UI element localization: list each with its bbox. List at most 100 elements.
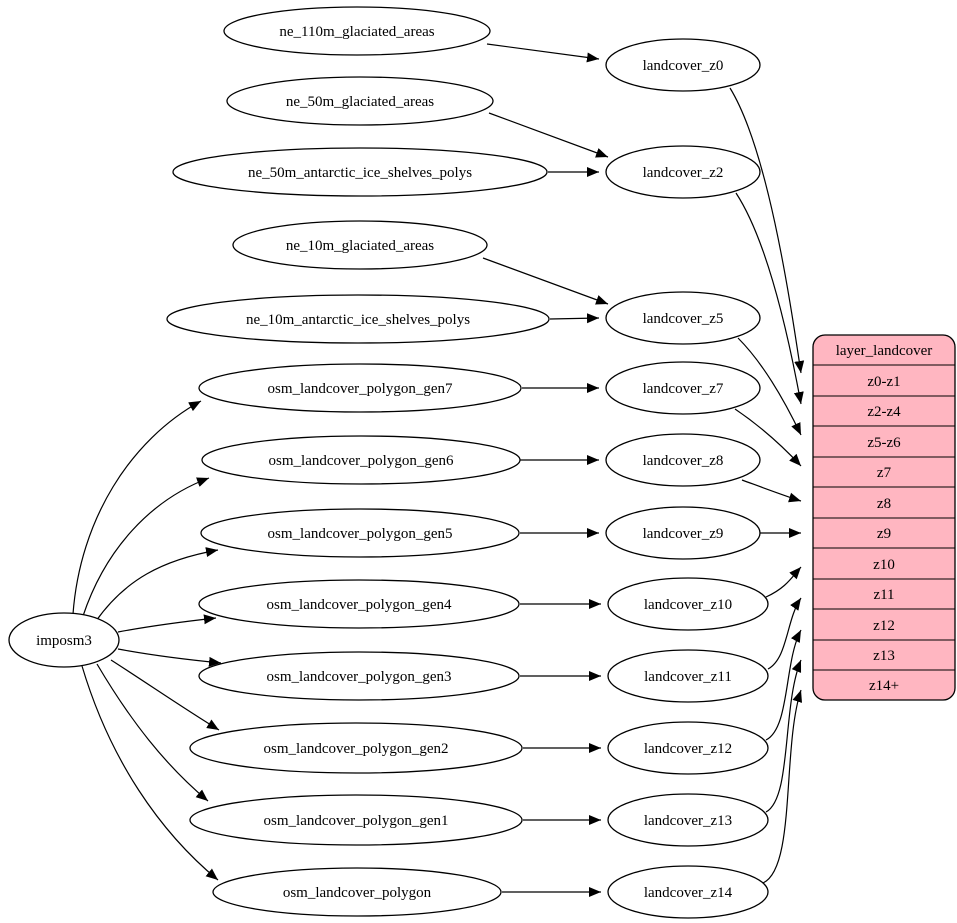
edges-layer: [72, 43, 805, 897]
node-ne-50m-antarctic-ice-shelves-polys: ne_50m_antarctic_ice_shelves_polys: [172, 147, 548, 197]
node-shape: [607, 577, 769, 631]
node-shape: [212, 867, 502, 917]
layer-landcover-table: layer_landcover z0-z1 z2-z4 z5-z6 z7 z8 …: [812, 334, 956, 701]
node-osm-landcover-polygon-gen2: osm_landcover_polygon_gen2: [189, 722, 523, 774]
edge-imposm3-to-polygon: [81, 665, 219, 881]
node-shape: [189, 722, 523, 774]
node-label: ne_10m_glaciated_areas: [286, 238, 434, 254]
node-imposm3-label: imposm3: [36, 633, 92, 649]
node-osm-landcover-polygon-gen1: osm_landcover_polygon_gen1: [189, 794, 523, 846]
node-shape: [605, 291, 761, 345]
node-label: landcover_z8: [643, 453, 724, 469]
table-row-z0-z1: z0-z1: [867, 374, 900, 390]
edge-imposm3-to-gen5: [95, 547, 219, 622]
edge-z13-to-row-z13: [765, 659, 802, 813]
node-label: landcover_z9: [643, 526, 724, 542]
node-label: osm_landcover_polygon_gen2: [264, 741, 449, 757]
table-row-z7: z7: [877, 465, 892, 481]
node-label: osm_landcover_polygon_gen3: [267, 669, 452, 685]
node-shape: [605, 145, 761, 199]
node-label: ne_110m_glaciated_areas: [279, 24, 434, 40]
node-shape: [223, 6, 491, 56]
table-row-z13: z13: [873, 648, 895, 664]
edge-imposm3-to-gen2: [110, 659, 220, 731]
node-landcover-z5: landcover_z5: [605, 291, 761, 345]
edge-z8-to-row-z8: [741, 479, 802, 503]
node-shape: [166, 294, 550, 344]
edge-imposm3-to-gen3: [117, 648, 222, 667]
node-label: landcover_z2: [643, 165, 724, 181]
node-landcover-z2: landcover_z2: [605, 145, 761, 199]
node-shape: [201, 435, 521, 485]
node-shape: [605, 361, 761, 415]
table-row-z14plus: z14+: [869, 678, 899, 694]
nodes-layer: imposm3 ne_110m_glaciated_areas ne_50m_g…: [8, 6, 769, 919]
edge-imposm3-to-gen4: [117, 614, 217, 633]
node-ne-110m-glaciated-areas: ne_110m_glaciated_areas: [223, 6, 491, 56]
node-label: osm_landcover_polygon: [283, 885, 432, 901]
node-imposm3: imposm3: [8, 612, 120, 668]
node-label: ne_50m_glaciated_areas: [286, 94, 434, 110]
table-row-z8: z8: [877, 496, 891, 512]
node-osm-landcover-polygon-gen6: osm_landcover_polygon_gen6: [201, 435, 521, 485]
node-label: osm_landcover_polygon_gen4: [267, 597, 452, 613]
node-landcover-z14: landcover_z14: [607, 865, 769, 919]
node-ne-10m-glaciated-areas: ne_10m_glaciated_areas: [232, 220, 488, 270]
edge-ne110m-to-z0: [486, 43, 600, 63]
table-row-z10: z10: [873, 557, 895, 573]
node-landcover-z13: landcover_z13: [607, 793, 769, 847]
node-shape: [198, 579, 520, 629]
node-label: landcover_z7: [643, 381, 724, 397]
edge-ne10m-antarctic-to-z5: [549, 313, 600, 324]
node-imposm3-shape: [8, 612, 120, 668]
edge-z11-to-row-z11: [767, 597, 802, 670]
node-landcover-z9: landcover_z9: [605, 506, 761, 560]
edge-z0-to-row-z0-z1: [729, 87, 805, 374]
node-shape: [607, 865, 769, 919]
node-shape: [232, 220, 488, 270]
node-shape: [605, 506, 761, 560]
edge-z14-to-row-z14plus: [762, 689, 803, 884]
node-ne-10m-antarctic-ice-shelves-polys: ne_10m_antarctic_ice_shelves_polys: [166, 294, 550, 344]
node-shape: [200, 508, 520, 558]
node-label: landcover_z5: [643, 311, 724, 327]
node-label: landcover_z11: [644, 669, 732, 685]
edge-ne50m-glaciated-to-z2: [488, 112, 609, 158]
node-landcover-z12: landcover_z12: [607, 721, 769, 775]
node-osm-landcover-polygon-gen5: osm_landcover_polygon_gen5: [200, 508, 520, 558]
node-label: osm_landcover_polygon_gen5: [268, 526, 453, 542]
table-row-z12: z12: [873, 618, 895, 634]
node-shape: [226, 76, 494, 126]
node-label: landcover_z0: [643, 58, 724, 74]
node-osm-landcover-polygon: osm_landcover_polygon: [212, 867, 502, 917]
node-landcover-z0: landcover_z0: [605, 38, 761, 92]
edge-imposm3-to-gen1: [96, 663, 209, 802]
node-label: ne_10m_antarctic_ice_shelves_polys: [246, 312, 470, 328]
node-shape: [605, 38, 761, 92]
node-label: osm_landcover_polygon_gen1: [264, 813, 449, 829]
table-row-z2-z4: z2-z4: [867, 404, 901, 420]
node-label: landcover_z14: [644, 885, 733, 901]
node-shape: [607, 721, 769, 775]
node-label: osm_landcover_polygon_gen7: [268, 381, 453, 397]
node-landcover-z8: landcover_z8: [605, 433, 761, 487]
node-label: osm_landcover_polygon_gen6: [269, 453, 454, 469]
node-shape: [607, 649, 769, 703]
node-shape: [172, 147, 548, 197]
node-shape: [198, 651, 520, 701]
node-landcover-z7: landcover_z7: [605, 361, 761, 415]
edge-imposm3-to-gen6: [82, 477, 210, 617]
node-shape: [198, 363, 522, 413]
edge-z7-to-row-z7: [734, 408, 802, 467]
node-shape: [605, 433, 761, 487]
node-landcover-z11: landcover_z11: [607, 649, 769, 703]
table-row-z11: z11: [873, 587, 894, 603]
node-shape: [607, 793, 769, 847]
node-ne-50m-glaciated-areas: ne_50m_glaciated_areas: [226, 76, 494, 126]
edge-ne10m-glaciated-to-z5: [482, 257, 609, 305]
edge-z5-to-row-z5-z6: [737, 337, 802, 436]
table-row-z5-z6: z5-z6: [867, 435, 901, 451]
node-label: landcover_z10: [644, 597, 732, 613]
